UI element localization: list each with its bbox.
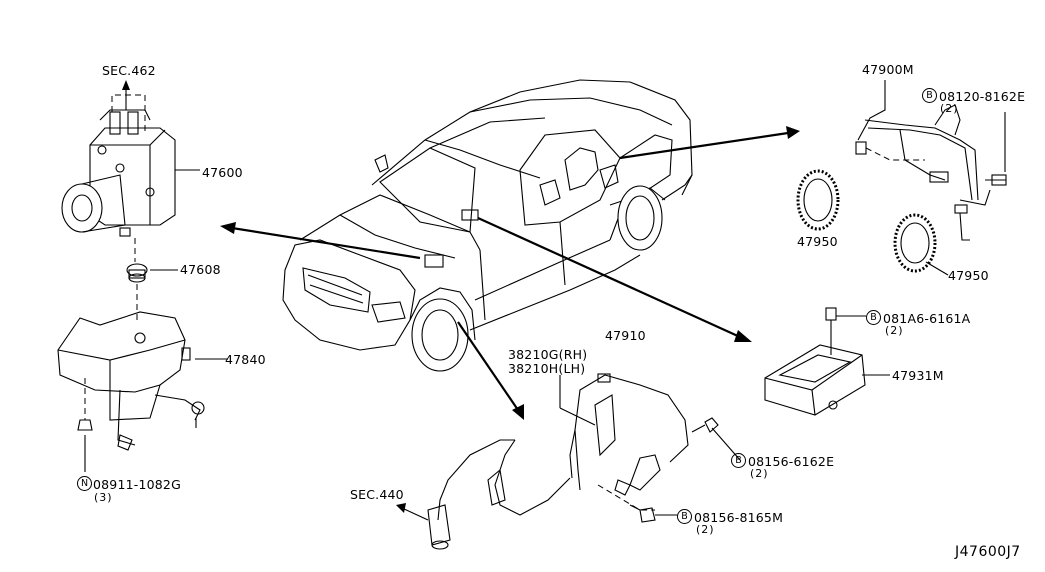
sensor-rotor-2 <box>893 213 949 276</box>
part-47910-label: 47910 <box>605 328 646 343</box>
fastener-1-marker: N <box>77 476 92 491</box>
part-38210g-label: 38210G(RH) <box>508 347 588 362</box>
vehicle-illustration <box>282 79 693 372</box>
fastener-4-qty: (2) <box>750 467 769 480</box>
fastener-5-number: 08156-8165M <box>694 510 784 525</box>
fastener-3-marker: B <box>866 310 881 325</box>
fastener-2-marker: B <box>922 88 937 103</box>
fastener-3-qty: (2) <box>885 324 904 337</box>
sec-462-label: SEC.462 <box>102 63 156 78</box>
part-38210h-label: 38210H(LH) <box>508 361 586 376</box>
mounting-bracket <box>57 311 228 472</box>
sec-440-label: SEC.440 <box>350 487 404 502</box>
wheel-sensor-assembly <box>396 373 741 550</box>
control-unit-47931m <box>764 307 890 416</box>
fastener-4-marker: B <box>731 453 746 468</box>
abs-actuator-unit <box>61 109 200 237</box>
part-47840-label: 47840 <box>225 352 266 367</box>
fastener-1-qty: (3) <box>94 491 113 504</box>
part-47931m-label: 47931M <box>892 368 944 383</box>
fastener-3-number: 081A6-6161A <box>883 311 971 326</box>
fastener-2-qty: (2) <box>940 102 959 115</box>
fastener-5-marker: B <box>677 509 692 524</box>
pointer-arrows <box>220 126 800 420</box>
fastener-2-number: 08120-8162E <box>939 89 1026 104</box>
sec-462-arrow <box>111 80 146 135</box>
fastener-5-qty: (2) <box>696 523 715 536</box>
part-47950-label-2: 47950 <box>948 268 989 283</box>
part-47900m-label: 47900M <box>862 62 914 77</box>
fastener-1-number: 08911-1082G <box>93 477 181 492</box>
part-47950-label-1: 47950 <box>797 234 838 249</box>
sensor-rotor-1 <box>796 169 840 231</box>
diagram-code: J47600J7 <box>955 544 1021 560</box>
sensor-harness-47900m <box>855 80 1007 241</box>
part-47600-label: 47600 <box>202 165 243 180</box>
fastener-4-number: 08156-6162E <box>748 454 835 469</box>
part-47608-label: 47608 <box>180 262 221 277</box>
grommet-part <box>126 238 178 322</box>
